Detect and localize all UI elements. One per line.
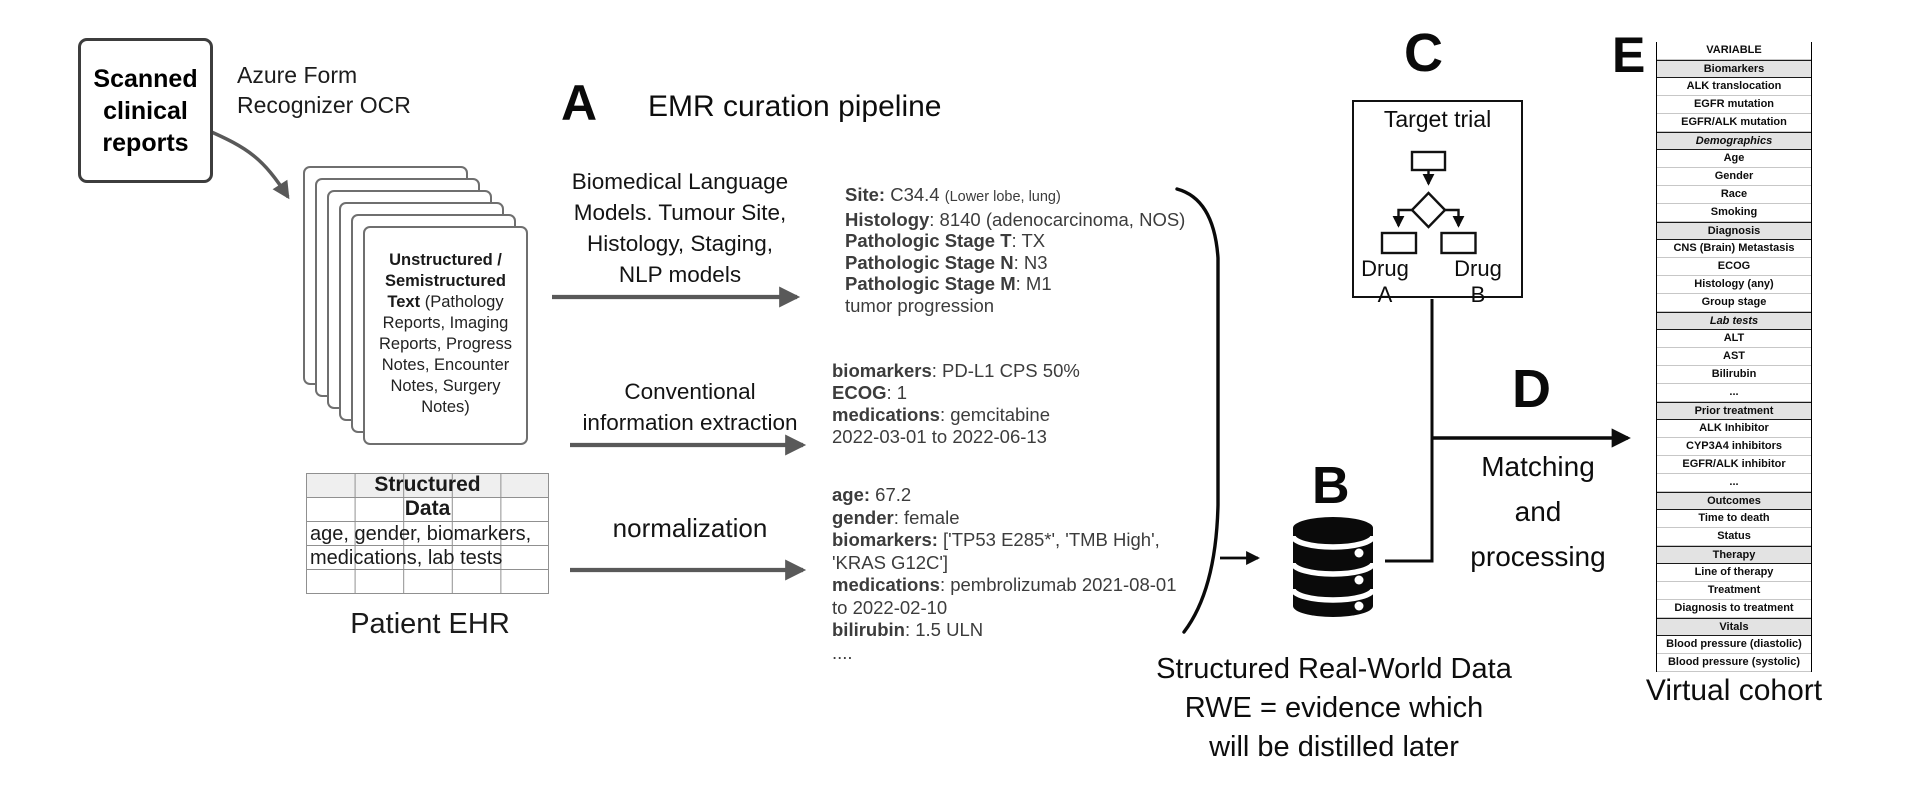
extracted-field-line: Pathologic Stage T: TX xyxy=(845,230,1046,251)
cohort-row: ... xyxy=(1657,384,1811,402)
normalization-arrow-label: normalization xyxy=(612,513,768,543)
cohort-category-row: Lab tests xyxy=(1657,312,1811,330)
target-trial-title: Target trial xyxy=(1383,106,1492,132)
cohort-row: Race xyxy=(1657,186,1811,204)
cohort-row: ALK translocation xyxy=(1657,78,1811,96)
cohort-row: Bilirubin xyxy=(1657,366,1811,384)
cohort-category-row: Vitals xyxy=(1657,618,1811,636)
extracted-field-line: .... xyxy=(832,641,853,663)
cohort-row: CYP3A4 inhibitors xyxy=(1657,438,1811,456)
extracted-field-line: tumor progression xyxy=(845,294,995,316)
cohort-row: Time to death xyxy=(1657,510,1811,528)
cohort-row: AST xyxy=(1657,348,1811,366)
cohort-category-row: Prior treatment xyxy=(1657,402,1811,420)
scanned-reports-label: Scanned clinical reports xyxy=(93,64,198,157)
db-to-junction-line xyxy=(1385,299,1434,563)
cohort-category-row: Biomarkers xyxy=(1657,60,1811,78)
cohort-category-row: Outcomes xyxy=(1657,492,1811,510)
extracted-field-line: 'KRAS G12C'] xyxy=(832,551,949,573)
patient-ehr-label: Patient EHR xyxy=(350,608,510,640)
cohort-category-row: Therapy xyxy=(1657,546,1811,564)
section-label-a: A xyxy=(561,75,598,131)
extracted-field-line: bilirubin: 1.5 ULN xyxy=(832,619,984,640)
table-grid xyxy=(306,473,549,594)
cohort-row: EGFR/ALK mutation xyxy=(1657,114,1811,132)
section-label-e: E xyxy=(1612,27,1646,83)
cohort-row: Blood pressure (diastolic) xyxy=(1657,636,1811,654)
extraction-arrow-label: Conventional information extraction xyxy=(582,379,798,435)
cohort-row: EGFR/ALK inhibitor xyxy=(1657,456,1811,474)
matching-label: Matching and processing xyxy=(1470,451,1606,572)
cohort-row: Smoking xyxy=(1657,204,1811,222)
cohort-row: Age xyxy=(1657,150,1811,168)
cohort-row: Histology (any) xyxy=(1657,276,1811,294)
cohort-row: ALT xyxy=(1657,330,1811,348)
extracted-field-line: Pathologic Stage N: N3 xyxy=(845,251,1048,273)
extracted-field-line: Histology: 8140 (adenocarcinoma, NOS) xyxy=(845,208,1186,230)
extracted-field-line: to 2022-02-10 xyxy=(832,596,948,618)
section-label-d: D xyxy=(1512,359,1551,419)
target-trial-box xyxy=(1352,100,1523,298)
drug-b-label: Drug B xyxy=(1454,256,1502,307)
extracted-field-line: biomarkers: PD-L1 CPS 50% xyxy=(832,360,1080,381)
structured-data-header: Structured Data xyxy=(374,473,481,520)
unstructured-text-label: Unstructured / Semistructured Text (Path… xyxy=(379,251,512,416)
cohort-row: Blood pressure (systolic) xyxy=(1657,654,1811,672)
cohort-row: Group stage xyxy=(1657,294,1811,312)
cohort-row: Treatment xyxy=(1657,582,1811,600)
extracted-field-line: medications: gemcitabine xyxy=(832,404,1050,425)
virtual-cohort-caption: Virtual cohort xyxy=(1645,674,1823,707)
rwd-caption: Structured Real-World Data RWE = evidenc… xyxy=(1156,653,1512,763)
cohort-row: ... xyxy=(1657,474,1811,492)
ocr-flow-arrow xyxy=(206,128,290,200)
section-label-c: C xyxy=(1404,23,1443,83)
extracted-field-line: 2022-03-01 to 2022-06-13 xyxy=(832,426,1047,447)
cohort-category-row: Diagnosis xyxy=(1657,222,1811,240)
cohort-row: CNS (Brain) Metastasis xyxy=(1657,240,1811,258)
pipeline-title: EMR curation pipeline xyxy=(648,90,942,123)
extracted-field-line: Site: C34.4 (Lower lobe, lung) xyxy=(845,184,1061,205)
document-page-front: Unstructured / Semistructured Text (Path… xyxy=(363,226,528,445)
structured-data-table: Structured Data age, gender, biomarkers,… xyxy=(306,473,549,594)
extracted-field-line: biomarkers: ['TP53 E285*', 'TMB High', xyxy=(832,529,1160,550)
cohort-row: EGFR mutation xyxy=(1657,96,1811,114)
section-label-b: B xyxy=(1312,457,1350,515)
cohort-row: VARIABLE xyxy=(1657,42,1811,60)
cohort-row: Line of therapy xyxy=(1657,564,1811,582)
extracted-block-nlp: Site: C34.4 (Lower lobe, lung) Histology:… xyxy=(845,184,1185,316)
cohort-row: ECOG xyxy=(1657,258,1811,276)
nlp-arrow-label: Biomedical Language Models. Tumour Site,… xyxy=(571,169,789,287)
database-icon xyxy=(1290,517,1376,617)
ocr-label: Azure Form Recognizer OCR xyxy=(237,62,411,118)
cohort-row: ALK Inhibitor xyxy=(1657,420,1811,438)
scanned-reports-box: Scanned clinical reports xyxy=(78,38,213,183)
cohort-row: Gender xyxy=(1657,168,1811,186)
extracted-field-line: Pathologic Stage M: M1 xyxy=(845,273,1052,294)
drug-a-label: Drug A xyxy=(1361,256,1409,307)
extracted-field-line: gender: female xyxy=(832,506,960,528)
structured-data-fields: age, gender, biomarkers, medications, la… xyxy=(310,523,532,569)
extracted-field-line: medications: pembrolizumab 2021-08-01 xyxy=(832,574,1177,595)
cohort-category-row: Demographics xyxy=(1657,132,1811,150)
extracted-field-line: ECOG: 1 xyxy=(832,382,908,403)
cohort-row: Diagnosis to treatment xyxy=(1657,600,1811,618)
extracted-field-line: age: 67.2 xyxy=(832,484,912,505)
cohort-row: Status xyxy=(1657,528,1811,546)
